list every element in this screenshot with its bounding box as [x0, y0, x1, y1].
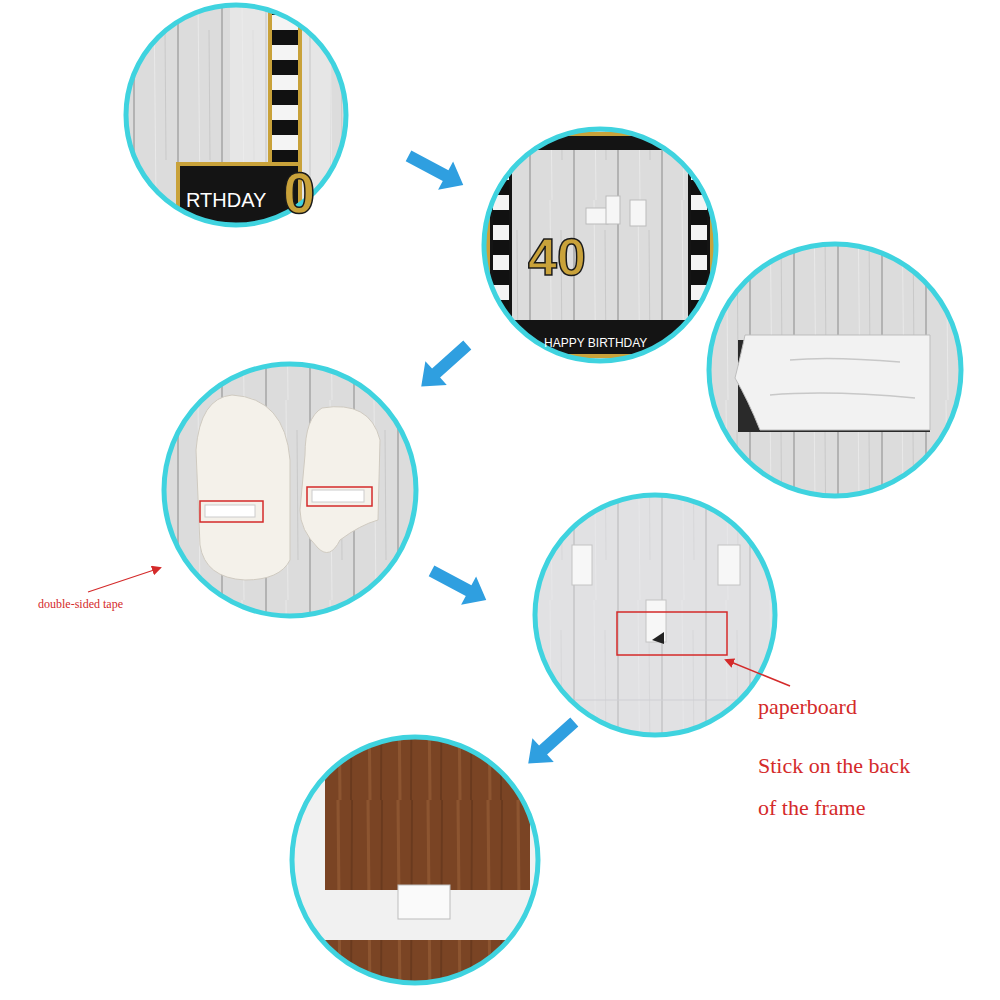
step-arrows	[401, 142, 585, 776]
photo-text: RTHDAY	[186, 188, 266, 212]
photo-peel-tape	[705, 240, 965, 500]
photo-frame-corner	[120, 0, 360, 240]
photo-text: HAPPY BIRTHDAY	[544, 336, 647, 350]
callout-label: double-sided tape	[38, 597, 123, 611]
photo-frame-full	[480, 125, 720, 365]
callout-label: paperboard	[758, 694, 857, 720]
photo-number: 40	[528, 226, 586, 288]
photo-cutout-backs	[160, 360, 420, 620]
photo-frame-back	[530, 490, 780, 740]
leader-line	[88, 568, 160, 592]
leader-line	[726, 660, 790, 686]
callout-note: Stick on the back of the frame	[758, 745, 923, 829]
photo-number: 0	[283, 158, 315, 228]
photo-mounted-frame	[290, 735, 540, 985]
